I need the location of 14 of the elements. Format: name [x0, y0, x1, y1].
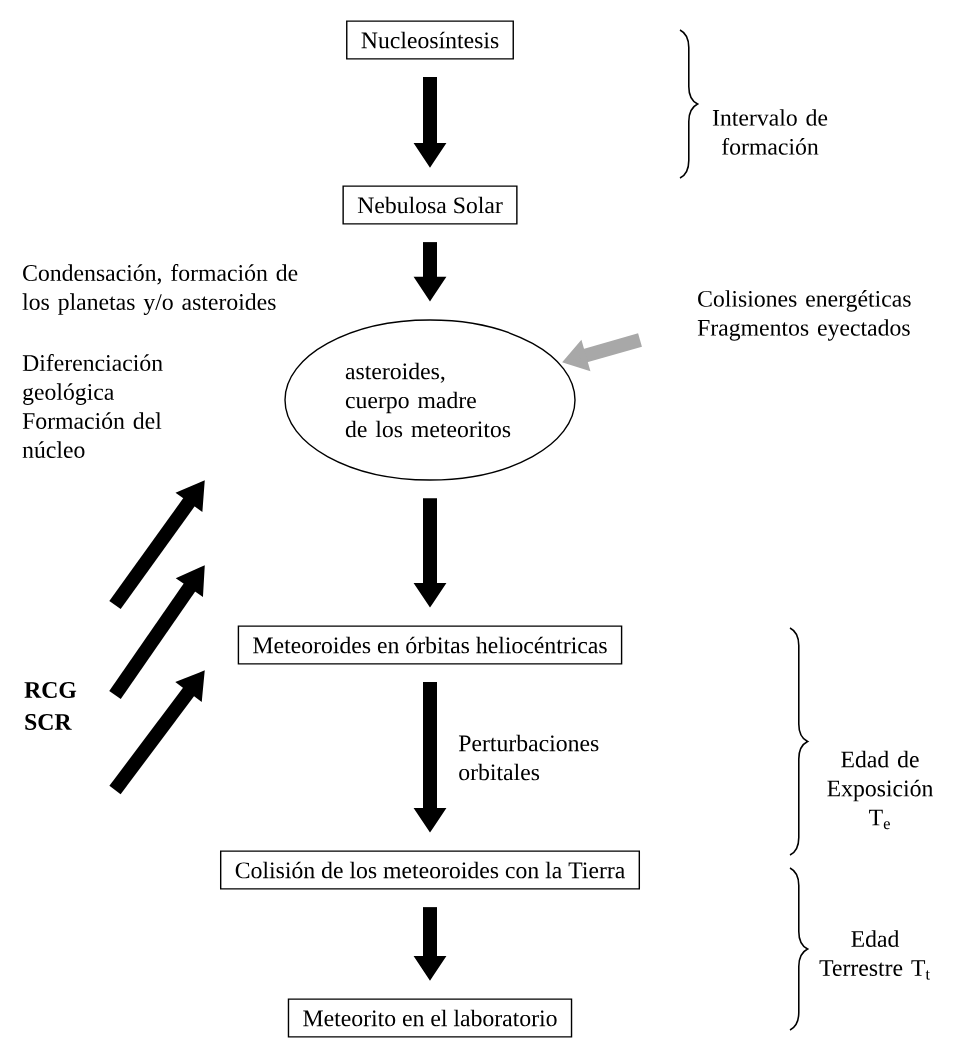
note-text: Intervalo de formación	[712, 109, 828, 155]
note-text: Edad de Exposición T$_{e}$	[827, 750, 933, 830]
note-text: Colisiones energéticas Fragmentos eyectados	[697, 290, 911, 341]
process-box: Nucleosíntesis	[346, 20, 514, 60]
note-text: SCR	[25, 714, 72, 730]
process-box: Meteorito en el laboratorio	[287, 998, 573, 1038]
process-box: Colisión de los meteoroides con la Tierra	[220, 850, 641, 890]
process-box: Nebulosa Solar	[342, 185, 518, 225]
note-text: Condensación, formación de los planetas y/o asteroides	[22, 264, 298, 315]
edge-label: Perturbaciones orbitales	[458, 734, 599, 781]
note-text: Diferenciación geológica Formación del núcleo	[22, 354, 163, 459]
note-text: Edad Terrestre T$_{t}$	[819, 930, 930, 980]
note-text: RCG	[24, 682, 77, 698]
process-box: Meteoroides en órbitas heliocéntricas	[237, 625, 623, 665]
